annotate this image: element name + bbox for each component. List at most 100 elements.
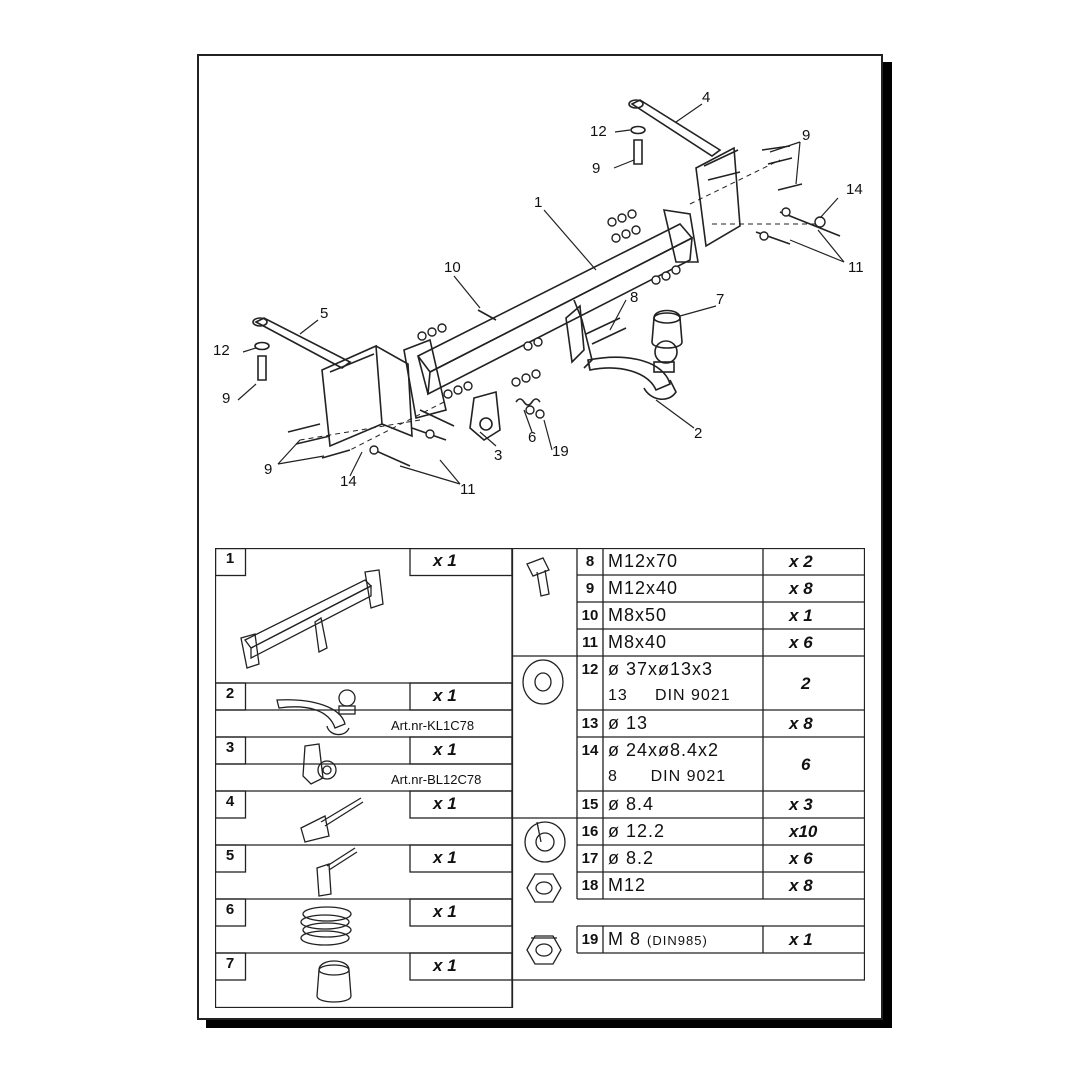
qty-x: x [433,902,443,921]
qty-x: x [789,849,799,868]
item-spec-size: M 8 [608,929,642,949]
callout-12-left: 12 [213,342,230,359]
qty-x: x [433,740,443,759]
qty-value: 6 [803,633,813,652]
item-qty: x 1 [433,794,457,814]
qty-value: 1 [447,956,457,975]
item-qty: x 1 [433,956,457,976]
qty-value: 1 [803,606,813,625]
item-qty: x 1 [433,902,457,922]
item-qty: x 6 [789,633,813,653]
exploded-assembly-drawing: 1 2 3 4 5 6 7 8 9 9 9 10 11 11 12 12 14 … [213,89,864,498]
article-number: Art.nr-KL1C78 [391,718,475,733]
item-number: 15 [581,796,599,813]
callout-11-right: 11 [848,259,864,276]
item-spec: ø 37xø13x3 [608,659,714,679]
item-spec: M12x40 [608,578,679,598]
item-number: 13 [581,715,599,732]
parts-list-grid [215,548,865,1008]
item-spec: ø 24xø8.4x2 [608,740,720,760]
qty-x: x [789,876,799,895]
qty-value: 1 [447,902,457,921]
item-spec-note: (DIN985) [647,933,708,948]
item-spec: M 8 (DIN985) [608,929,708,950]
callout-9-right: 9 [802,127,810,144]
bolt-icon [526,557,550,597]
parts-list: 1 x 1 2 x 1 Art.nr-KL1C78 3 x 1 Art.nr-B… [215,548,865,1008]
qty-value: 3 [803,795,813,814]
item-number: 17 [581,850,599,867]
item-number: 16 [581,823,599,840]
qty-x: x [433,686,443,705]
item-number: 8 [585,553,595,570]
callout-7: 7 [716,291,724,308]
callout-14-left: 14 [340,473,357,490]
qty-x: x [789,930,799,949]
hex-nut-icon [526,873,562,903]
qty-x: x [789,579,799,598]
instruction-sheet [197,54,883,1020]
qty-value: 1 [803,930,813,949]
callout-2: 2 [694,425,702,442]
item-number: 18 [581,877,599,894]
lock-nut-icon [526,935,562,965]
item-number: 14 [581,742,599,759]
callout-3: 3 [494,447,502,464]
qty-value: 8 [803,876,813,895]
socket-plate-icon [302,743,337,785]
item-qty: 6 [801,755,811,774]
item-qty: x 6 [789,849,813,869]
qty-value: 2 [803,552,813,571]
item-spec-standard: 13 DIN 9021 [608,687,731,704]
item-qty: x 1 [789,606,813,626]
qty-x: x [789,795,799,814]
item-qty: x 1 [789,930,813,950]
item-qty: x 2 [789,552,813,572]
qty-x: x [433,956,443,975]
item-spec: M8x40 [608,632,668,652]
item-qty: 2 [801,674,811,693]
item-number: 19 [581,931,599,948]
item-qty: x 8 [789,579,813,599]
item-qty: x 8 [789,714,813,734]
qty-value: 1 [447,848,457,867]
callout-19: 19 [552,443,569,460]
qty-value: 6 [803,849,813,868]
item-number: 3 [225,739,235,756]
item-spec: M12 [608,875,647,895]
callout-12-top: 12 [590,123,607,140]
callout-11-left: 11 [460,481,476,498]
qty-value: 1 [447,740,457,759]
qty-value: 1 [447,686,457,705]
item-qty: x 8 [789,876,813,896]
item-qty: x10 [789,822,817,842]
article-number: Art.nr-BL12C78 [391,772,482,787]
qty-value: 8 [803,714,813,733]
item-number: 1 [225,550,235,567]
callout-10: 10 [444,259,461,276]
callout-1: 1 [534,194,542,211]
washer-icon [522,659,564,705]
tow-ball-icon [276,689,356,736]
item-number: 7 [225,955,235,972]
item-number: 9 [585,580,595,597]
spring-icon [300,906,352,946]
qty-x: x [789,606,799,625]
qty-value: 10 [798,822,818,841]
item-number: 6 [225,901,235,918]
item-spec-standard: 8 DIN 9021 [608,768,727,785]
qty-x: x [433,794,443,813]
item-qty: x 1 [433,551,457,571]
item-number: 12 [581,661,599,678]
tow-bar-frame-icon [240,569,384,669]
qty-value: 1 [447,794,457,813]
callout-6: 6 [528,429,536,446]
item-spec: ø 12.2 [608,821,666,841]
callout-9-leftlabel: 9 [264,461,272,478]
qty-x: x [433,848,443,867]
qty-x: x [433,551,443,570]
item-number: 10 [581,607,599,624]
spring-washer-icon [524,821,566,863]
item-number: 5 [225,847,235,864]
callout-9-left: 9 [222,390,230,407]
